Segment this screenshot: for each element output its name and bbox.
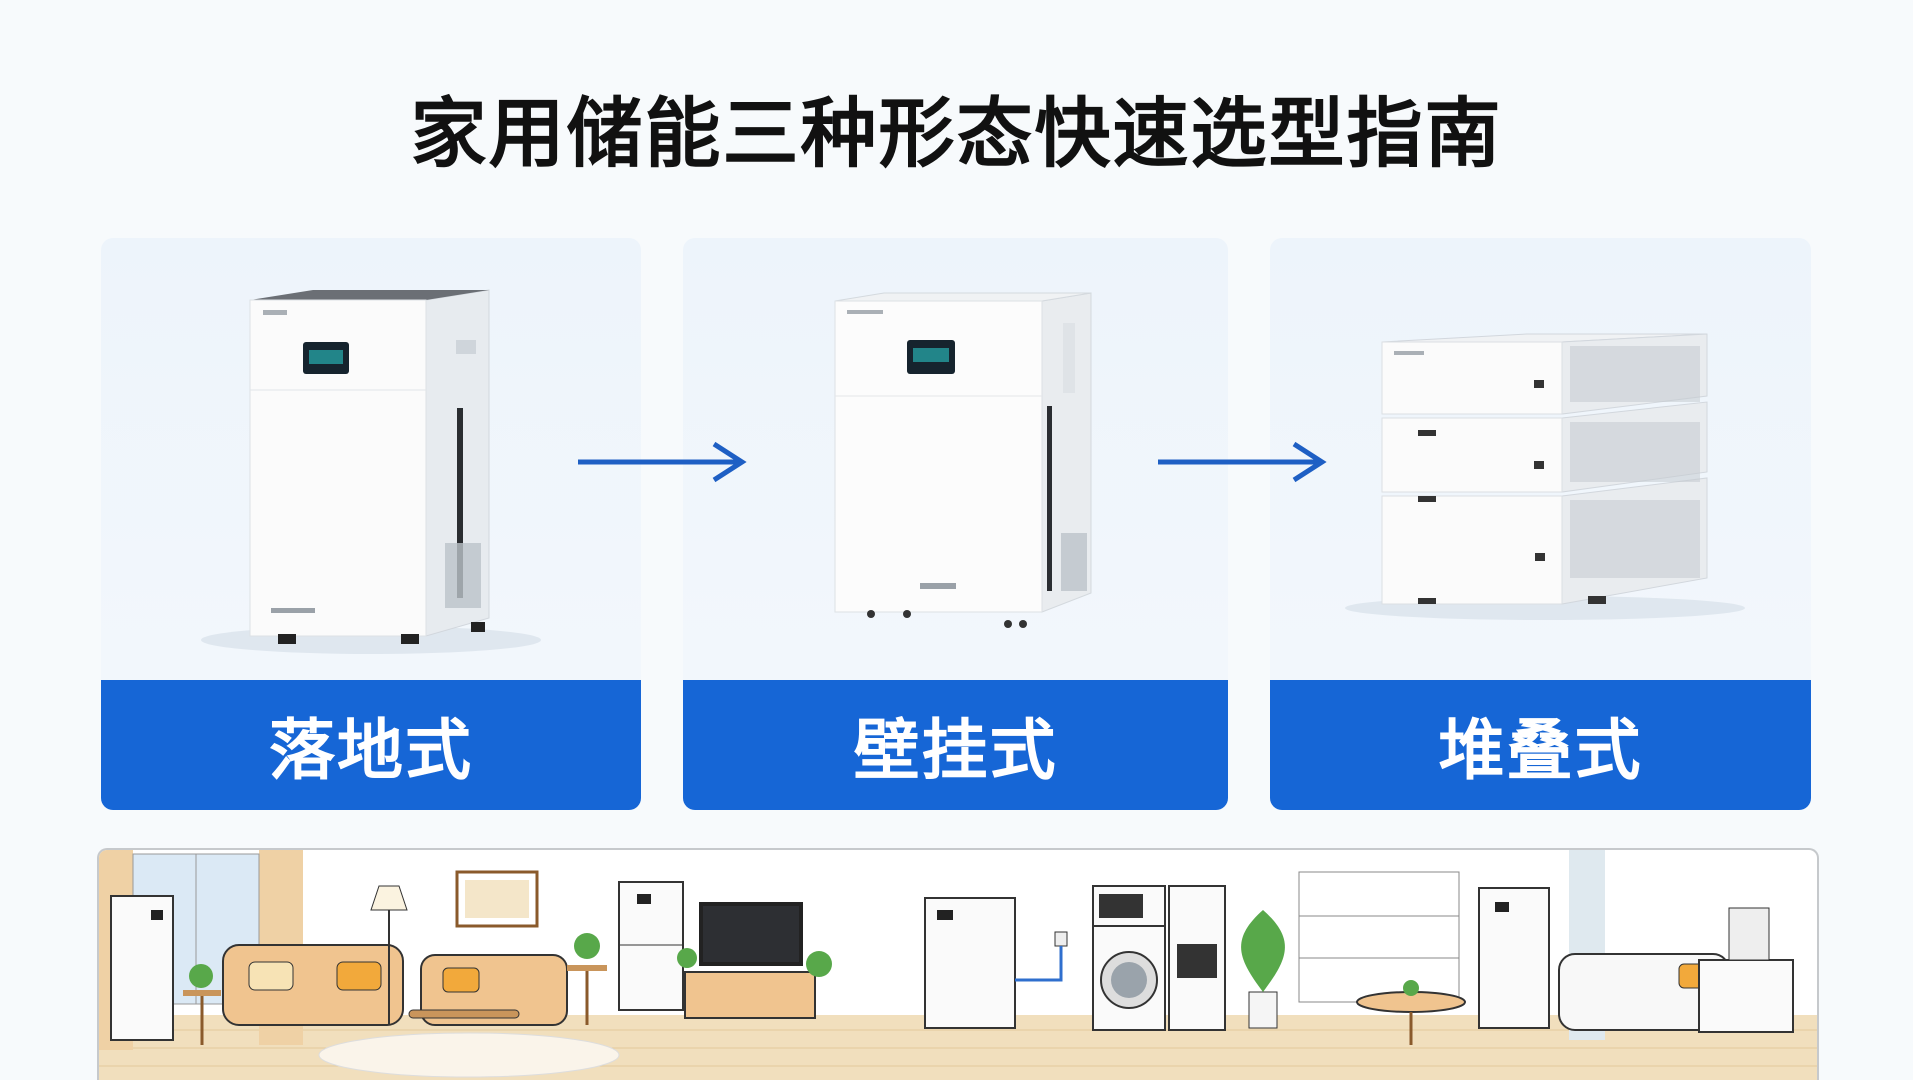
option-card-floor[interactable]: 落地式: [101, 238, 641, 810]
home-living-room-illustration: [97, 848, 1819, 1080]
floor-standing-battery-icon: [101, 238, 641, 680]
arrow-right-icon: [576, 440, 748, 488]
card-label: 壁挂式: [683, 680, 1228, 810]
arrow-right-icon: [1156, 440, 1328, 488]
page-title: 家用储能三种形态快速选型指南: [410, 89, 1503, 178]
stacked-battery-icon: [1270, 238, 1811, 680]
option-card-stacked[interactable]: 堆叠式: [1270, 238, 1811, 810]
card-label: 堆叠式: [1270, 680, 1811, 810]
option-card-wall[interactable]: 壁挂式: [683, 238, 1228, 810]
wall-mounted-battery-icon: [683, 238, 1228, 680]
card-label: 落地式: [101, 680, 641, 810]
